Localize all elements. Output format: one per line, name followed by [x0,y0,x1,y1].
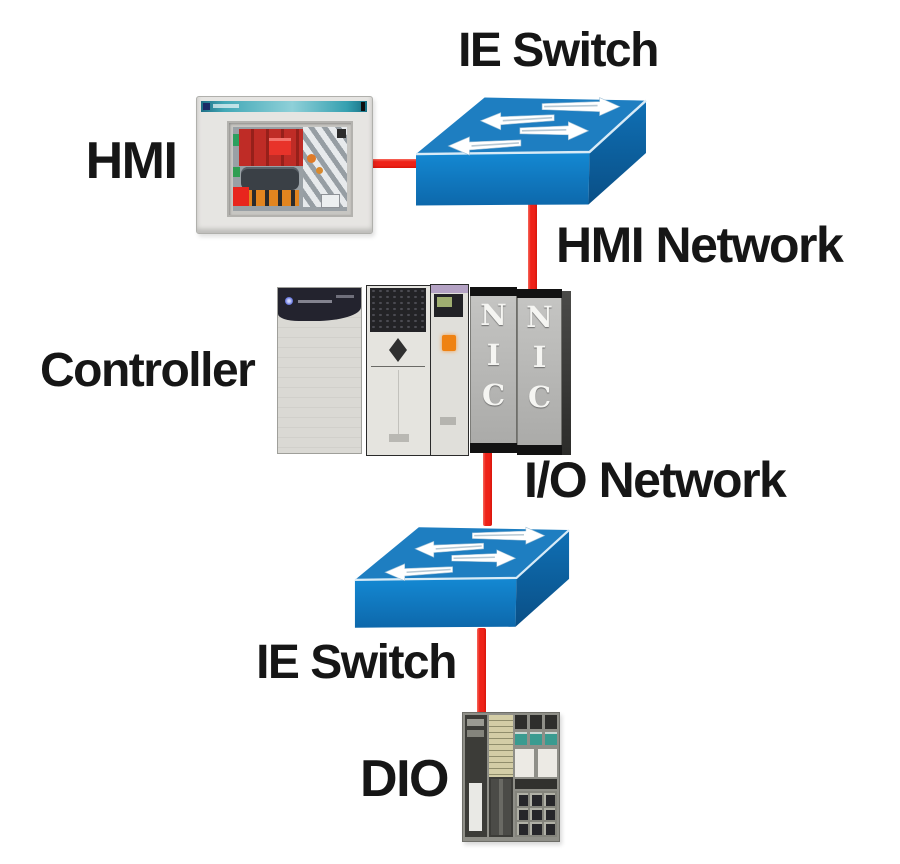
dio-tab [515,749,534,777]
dio-connector-mark [467,719,484,726]
hmi-titlebar-tick [361,102,365,111]
cpu-module-connector [370,288,426,332]
dio-terminal [530,807,542,821]
label-ie-switch-bottom: IE Switch [256,636,457,689]
dio-terminal [543,793,555,806]
nic-letter: N [480,298,507,332]
dio-dark-band [515,779,557,789]
controller-rack [277,287,362,454]
dio-connector-mark [467,730,484,737]
nic-letter: N [526,300,553,334]
cpu-module-label [389,434,409,442]
cpu-module-seam [398,370,399,442]
nic-letter: C [527,380,552,414]
hmi-screen-orange-joint [307,154,316,163]
dio-tab [538,749,557,777]
dio-terminal-block [515,791,557,837]
dio-terminal [517,807,529,821]
dio-terminal [517,822,529,835]
hmi-screen-robot-arm [303,127,347,207]
hmi-titlebar-icon [203,103,210,110]
ie-switch-icon [354,526,570,629]
label-dio: DIO [360,750,449,808]
controller-rack-faceplate [278,288,361,321]
hmi-screen [233,127,347,211]
label-hmi: HMI [85,132,178,190]
link-hmi-to-switch [366,159,420,168]
hmi-screen-red-panel [269,138,291,155]
hmi-screen-green-block [233,167,240,177]
controller-device-image: N I C N I C [275,284,595,456]
ie-switch-icon [415,96,647,207]
hmi-titlebar [201,101,367,112]
dio-terminal [530,822,542,835]
label-io-network: I/O Network [524,452,787,508]
dio-device-image [462,712,560,842]
hmi-screen-bezel [227,121,353,217]
hmi-screen-gauge [321,194,340,208]
cpu-module-emblem [389,338,407,362]
nic-module-side-edge [562,291,571,455]
dio-middle-seam [499,779,503,835]
dio-led [530,732,542,745]
controller-faceplate-text [336,295,354,298]
io-module-display-screen [437,297,452,307]
label-hmi-network: HMI Network [556,217,844,273]
dio-label-strip [489,715,513,777]
dio-connector [530,715,542,729]
dio-terminal [543,822,555,835]
io-module-label [440,417,456,425]
dio-led-row [515,732,557,745]
controller-logo-dot [285,297,293,305]
hmi-screen-striped-bar [243,190,299,206]
dio-terminal [530,793,542,806]
nic-letter: I [486,338,501,372]
io-module-display [434,294,463,317]
nic-letter: I [532,340,547,374]
dio-led [515,732,527,745]
label-ie-switch-top: IE Switch [458,24,659,77]
link-switch-to-controller-hmi-network [528,203,537,292]
hmi-device-image [196,96,373,234]
controller-io-module [430,284,469,456]
dio-terminal [517,793,529,806]
dio-led [545,732,557,745]
io-module-orange-led [442,335,456,351]
dio-white-tabs [515,749,557,777]
link-switch-to-dio [477,628,486,716]
hmi-screen-dark-machine [241,167,299,190]
io-module-purple-strip [431,285,468,293]
nic-module-2: N I C [517,289,562,455]
hmi-screen-green-block [233,134,241,146]
dio-top-connectors [515,715,557,729]
dio-connector [545,715,557,729]
hmi-screen-dark-block [337,129,346,138]
dio-terminal [543,807,555,821]
cpu-module-divider [371,366,425,367]
hmi-screen-orange-joint [316,167,323,174]
nic-letter: C [481,378,506,412]
dio-connector [515,715,527,729]
controller-faceplate-text [298,300,332,303]
dio-left-module [465,715,487,837]
dio-white-label [469,783,482,831]
hmi-titlebar-text [213,104,239,108]
controller-cpu-module [366,285,432,456]
nic-module-1: N I C [470,287,517,453]
hmi-screen-red-square [233,187,249,206]
link-controller-to-switch-io-network [483,449,492,526]
label-controller: Controller [40,344,256,397]
